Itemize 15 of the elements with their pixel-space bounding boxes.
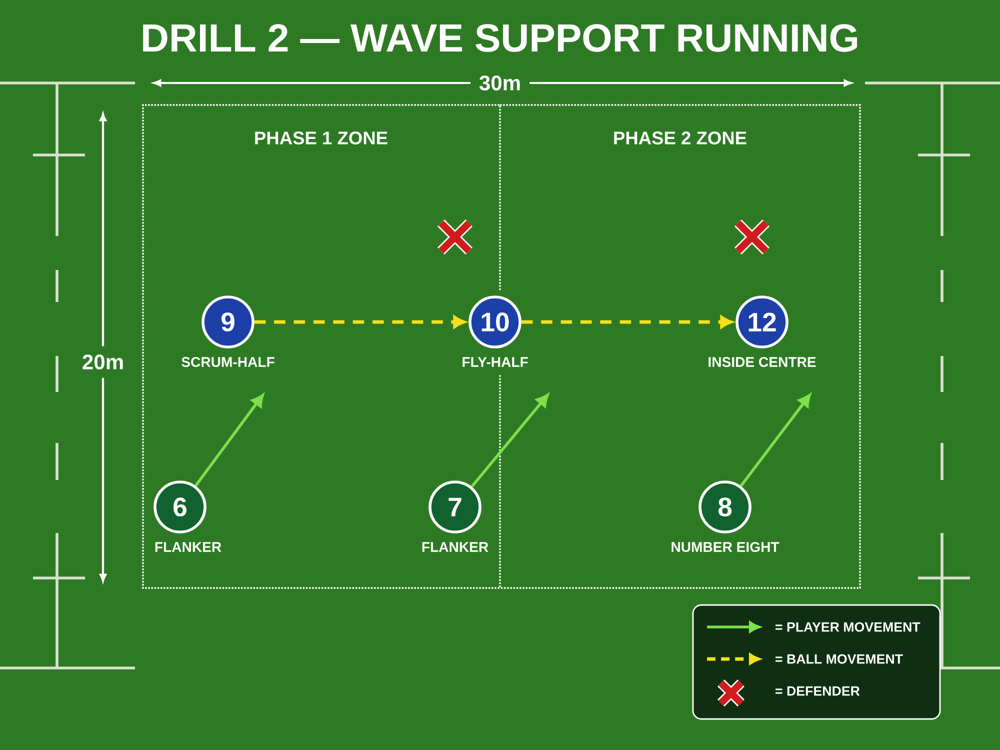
player-label: FLANKER bbox=[155, 542, 222, 552]
player-label: SCRUM-HALF bbox=[182, 357, 274, 367]
legend-label: = DEFENDER bbox=[776, 686, 860, 696]
arrow bbox=[470, 394, 549, 488]
dimension-label: 20m bbox=[80, 346, 126, 378]
player-label: NUMBER EIGHT bbox=[672, 542, 780, 552]
arrow bbox=[194, 394, 264, 487]
player-label: FLY-HALF bbox=[462, 357, 528, 367]
legend-label: = PLAYER MOVEMENT bbox=[776, 622, 920, 632]
title: DRILL 2 — WAVE SUPPORT RUNNING bbox=[143, 24, 857, 52]
arrow bbox=[740, 394, 811, 487]
dimension-label: 30m bbox=[470, 74, 530, 92]
player-label: FLANKER bbox=[422, 542, 488, 552]
legend-label: = BALL MOVEMENT bbox=[776, 654, 903, 664]
player-label: INSIDE CENTRE bbox=[708, 357, 816, 367]
